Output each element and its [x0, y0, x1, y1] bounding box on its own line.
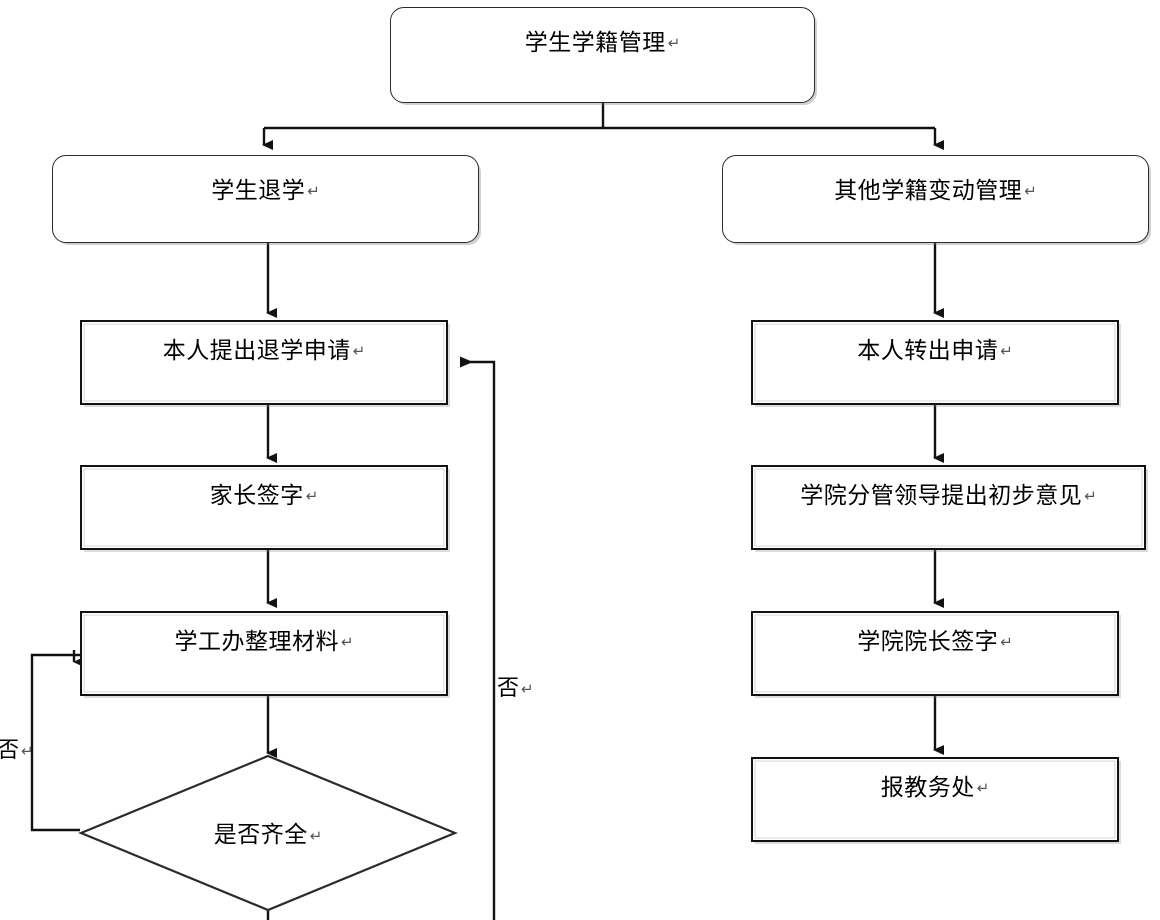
paragraph-mark-icon: ↵ [352, 342, 366, 360]
node-label: 学院院长签字↵ [857, 629, 1013, 655]
node-student-status-management[interactable]: 学生学籍管理↵ [390, 7, 815, 103]
paragraph-mark-icon: ↵ [305, 487, 319, 505]
paragraph-mark-icon: ↵ [1000, 633, 1013, 651]
paragraph-mark-icon: ↵ [309, 826, 323, 845]
node-label: 学院分管领导提出初步意见↵ [800, 483, 1097, 509]
node-college-dean-signature[interactable]: 学院院长签字↵ [751, 611, 1119, 696]
paragraph-mark-icon: ↵ [1000, 342, 1013, 360]
node-parent-signature[interactable]: 家长签字↵ [80, 465, 448, 550]
node-submit-withdrawal-application[interactable]: 本人提出退学申请↵ [80, 320, 448, 405]
node-student-affairs-office-compiles-materials[interactable]: 学工办整理材料↵ [80, 611, 448, 696]
paragraph-mark-icon: ↵ [1024, 182, 1037, 200]
node-label: 学生退学↵ [211, 178, 320, 204]
paragraph-mark-icon: ↵ [340, 633, 354, 651]
node-label: 报教务处↵ [880, 775, 990, 801]
node-other-status-change-management[interactable]: 其他学籍变动管理↵ [722, 155, 1149, 243]
node-label: 其他学籍变动管理↵ [834, 178, 1037, 204]
node-label: 学工办整理材料↵ [174, 629, 354, 655]
paragraph-mark-icon: ↵ [21, 742, 34, 760]
node-label: 家长签字↵ [209, 483, 319, 509]
paragraph-mark-icon: ↵ [521, 680, 534, 698]
node-transfer-out-application[interactable]: 本人转出申请↵ [751, 320, 1119, 405]
node-decision-materials-complete[interactable]: 是否齐全↵ [78, 753, 458, 913]
edge-label-no-left: 否↵ [0, 738, 34, 763]
node-label: 是否齐全↵ [213, 822, 323, 848]
node-label: 本人提出退学申请↵ [162, 338, 366, 364]
paragraph-mark-icon: ↵ [976, 779, 990, 797]
edge-label-no-right: 否↵ [497, 676, 534, 701]
paragraph-mark-icon: ↵ [667, 34, 681, 52]
node-report-to-academic-affairs-office[interactable]: 报教务处↵ [751, 757, 1119, 842]
node-label: 本人转出申请↵ [857, 338, 1013, 364]
paragraph-mark-icon: ↵ [1084, 487, 1097, 505]
node-student-withdrawal[interactable]: 学生退学↵ [52, 155, 479, 243]
node-label: 学生学籍管理↵ [524, 30, 681, 56]
node-college-leader-preliminary-opinion[interactable]: 学院分管领导提出初步意见↵ [751, 465, 1146, 550]
paragraph-mark-icon: ↵ [307, 182, 320, 200]
